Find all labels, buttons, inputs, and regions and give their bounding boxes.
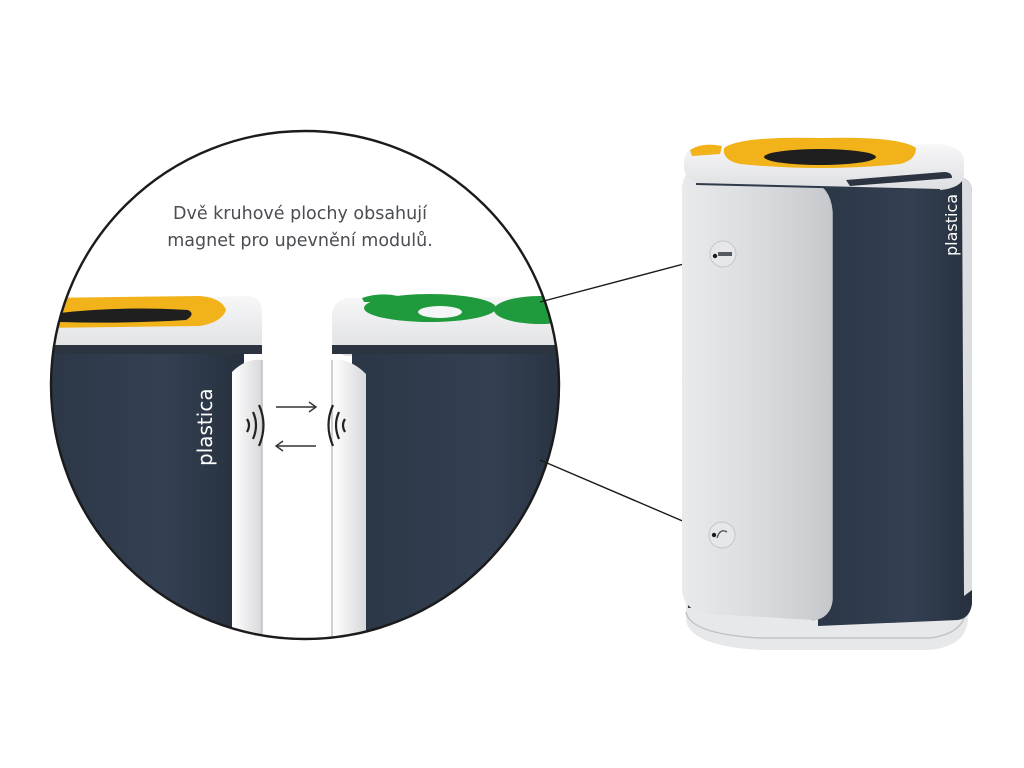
magnet-point-icon	[708, 521, 736, 549]
caption-line-1: Dvě kruhové plochy obsahují	[173, 204, 428, 224]
magnet-signal-icon	[327, 404, 346, 447]
bin-label: plastica	[942, 194, 961, 256]
magnet-point-icon	[709, 240, 737, 268]
caption-line-2: magnet pro upevnění modulů.	[167, 231, 433, 251]
bin-label-left: plastica	[193, 388, 217, 466]
right-bin-detail	[331, 294, 559, 639]
arrow-left-icon	[274, 440, 316, 452]
magnet-signal-icon	[246, 404, 265, 447]
arrow-right-icon	[276, 401, 318, 413]
zoom-circle: plastica	[49, 129, 561, 641]
recycling-bin: plastica	[682, 137, 972, 650]
left-bin-detail: plastica	[51, 296, 263, 639]
